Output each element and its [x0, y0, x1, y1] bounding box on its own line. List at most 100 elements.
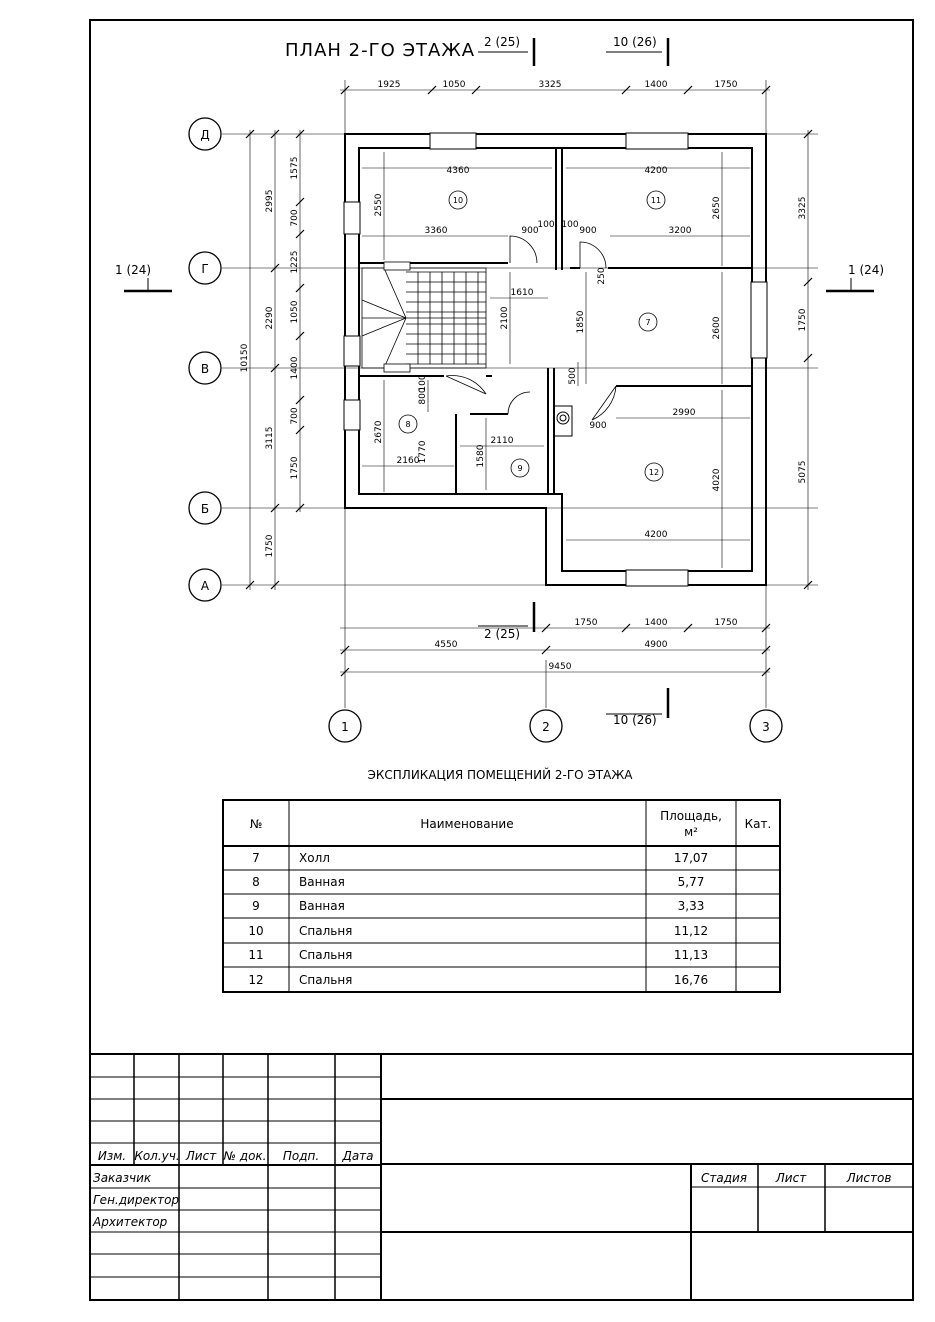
- svg-text:Г: Г: [201, 262, 208, 276]
- svg-text:Стадия: Стадия: [701, 1171, 747, 1185]
- svg-text:2550: 2550: [374, 193, 384, 216]
- svg-text:4900: 4900: [645, 640, 668, 650]
- svg-text:1750: 1750: [715, 618, 738, 628]
- svg-text:500: 500: [568, 367, 578, 384]
- section-marker-10-bottom: 10 (26): [606, 688, 670, 727]
- table-row: 10 Спальня 11,12: [248, 924, 708, 938]
- svg-text:1400: 1400: [645, 80, 668, 90]
- svg-text:Б: Б: [201, 502, 209, 516]
- svg-text:2160: 2160: [397, 456, 420, 466]
- svg-text:1050: 1050: [290, 300, 300, 323]
- svg-text:900: 900: [579, 226, 596, 236]
- svg-text:2110: 2110: [491, 436, 514, 446]
- svg-text:4200: 4200: [645, 530, 668, 540]
- plan-title: ПЛАН 2-ГО ЭТАЖА: [285, 40, 475, 61]
- axis-bubble-Г: Г: [188, 251, 222, 285]
- header-name: Наименование: [420, 817, 513, 831]
- svg-text:100: 100: [561, 220, 578, 230]
- svg-text:Подп.: Подп.: [283, 1149, 319, 1163]
- section-label: 1 (24): [115, 263, 151, 277]
- table-row: 12 Спальня 16,76: [248, 973, 708, 987]
- svg-text:12: 12: [649, 468, 659, 477]
- svg-text:7: 7: [645, 318, 650, 327]
- svg-text:700: 700: [290, 407, 300, 424]
- axis-bubble-Б: Б: [188, 491, 222, 525]
- svg-text:4360: 4360: [447, 166, 470, 176]
- svg-text:Изм.: Изм.: [98, 1149, 126, 1163]
- svg-text:3325: 3325: [798, 197, 808, 220]
- floor-plan: ПЛАН 2-ГО ЭТАЖА 2 (25) 10 (26) 1 (24) 1 …: [115, 35, 884, 743]
- table-row: 11 Спальня 11,13: [248, 948, 708, 962]
- svg-text:100: 100: [537, 220, 554, 230]
- svg-text:Ванная: Ванная: [299, 899, 345, 913]
- windows: [343, 132, 768, 587]
- svg-text:А: А: [201, 579, 210, 593]
- svg-text:1750: 1750: [798, 308, 808, 331]
- sheet-frame: [89, 19, 914, 1301]
- svg-text:11,12: 11,12: [674, 924, 708, 938]
- svg-text:2670: 2670: [374, 420, 384, 443]
- svg-text:2290: 2290: [265, 306, 275, 329]
- axis-bubble-Д: Д: [188, 117, 222, 151]
- room-marker-12: 12: [644, 462, 664, 482]
- svg-text:4200: 4200: [645, 166, 668, 176]
- svg-text:Кол.уч.: Кол.уч.: [134, 1149, 179, 1163]
- svg-text:Ванная: Ванная: [299, 875, 345, 889]
- svg-text:2600: 2600: [712, 316, 722, 339]
- svg-text:10: 10: [453, 196, 463, 205]
- svg-text:900: 900: [521, 226, 538, 236]
- svg-text:1580: 1580: [476, 444, 486, 467]
- svg-text:17,07: 17,07: [674, 851, 708, 865]
- svg-text:Д: Д: [200, 128, 209, 142]
- svg-text:3325: 3325: [539, 80, 562, 90]
- header-area: Площадь,: [660, 809, 722, 823]
- svg-text:Холл: Холл: [299, 851, 330, 865]
- section-marker-10-top: 10 (26): [606, 35, 670, 66]
- title-block: [90, 1053, 913, 1300]
- svg-text:Лист: Лист: [185, 1149, 217, 1163]
- header-area-unit: м²: [684, 825, 698, 839]
- room-marker-8: 8: [398, 414, 418, 434]
- svg-text:1925: 1925: [378, 80, 401, 90]
- svg-text:3115: 3115: [265, 427, 275, 450]
- axis-bubble-3: 3: [749, 709, 783, 743]
- svg-text:9450: 9450: [549, 662, 572, 672]
- room-marker-11: 11: [646, 190, 666, 210]
- svg-text:2100: 2100: [500, 306, 510, 329]
- section-label: 10 (26): [613, 713, 657, 727]
- svg-text:Спальня: Спальня: [299, 948, 352, 962]
- svg-text:Спальня: Спальня: [299, 924, 352, 938]
- staircase: [361, 261, 487, 373]
- svg-text:Дата: Дата: [341, 1149, 373, 1163]
- axis-bubble-2: 2: [529, 709, 563, 743]
- door-swings: [445, 235, 617, 421]
- svg-text:12: 12: [248, 973, 263, 987]
- svg-text:2: 2: [542, 720, 550, 734]
- title-block-labels: Изм. Кол.уч. Лист № док. Подп. Дата Зака…: [92, 1149, 891, 1229]
- svg-text:10150: 10150: [240, 343, 250, 372]
- section-label: 10 (26): [613, 35, 657, 49]
- svg-text:16,76: 16,76: [674, 973, 708, 987]
- section-marker-2-top: 2 (25): [478, 35, 536, 66]
- svg-text:4020: 4020: [712, 468, 722, 491]
- exterior-walls: [344, 133, 767, 586]
- svg-text:1750: 1750: [265, 534, 275, 557]
- svg-text:Листов: Листов: [846, 1171, 892, 1185]
- dimension-texts-inner: 4360 4200 2550 2650 3360 100 900 100 900…: [374, 166, 722, 540]
- svg-text:4550: 4550: [435, 640, 458, 650]
- svg-text:7: 7: [252, 851, 260, 865]
- dimension-lines: [249, 89, 809, 673]
- svg-text:3200: 3200: [669, 226, 692, 236]
- svg-text:1575: 1575: [290, 157, 300, 180]
- svg-text:800: 800: [418, 387, 428, 404]
- svg-text:Лист: Лист: [775, 1171, 807, 1185]
- svg-text:3,33: 3,33: [678, 899, 705, 913]
- room-marker-7: 7: [638, 312, 658, 332]
- dimension-texts-top: 1925 1050 3325 1400 1750: [378, 80, 738, 90]
- svg-text:2995: 2995: [265, 190, 275, 213]
- axis-bubble-А: А: [188, 568, 222, 602]
- svg-text:1850: 1850: [576, 310, 586, 333]
- svg-text:1050: 1050: [443, 80, 466, 90]
- svg-text:900: 900: [589, 421, 606, 431]
